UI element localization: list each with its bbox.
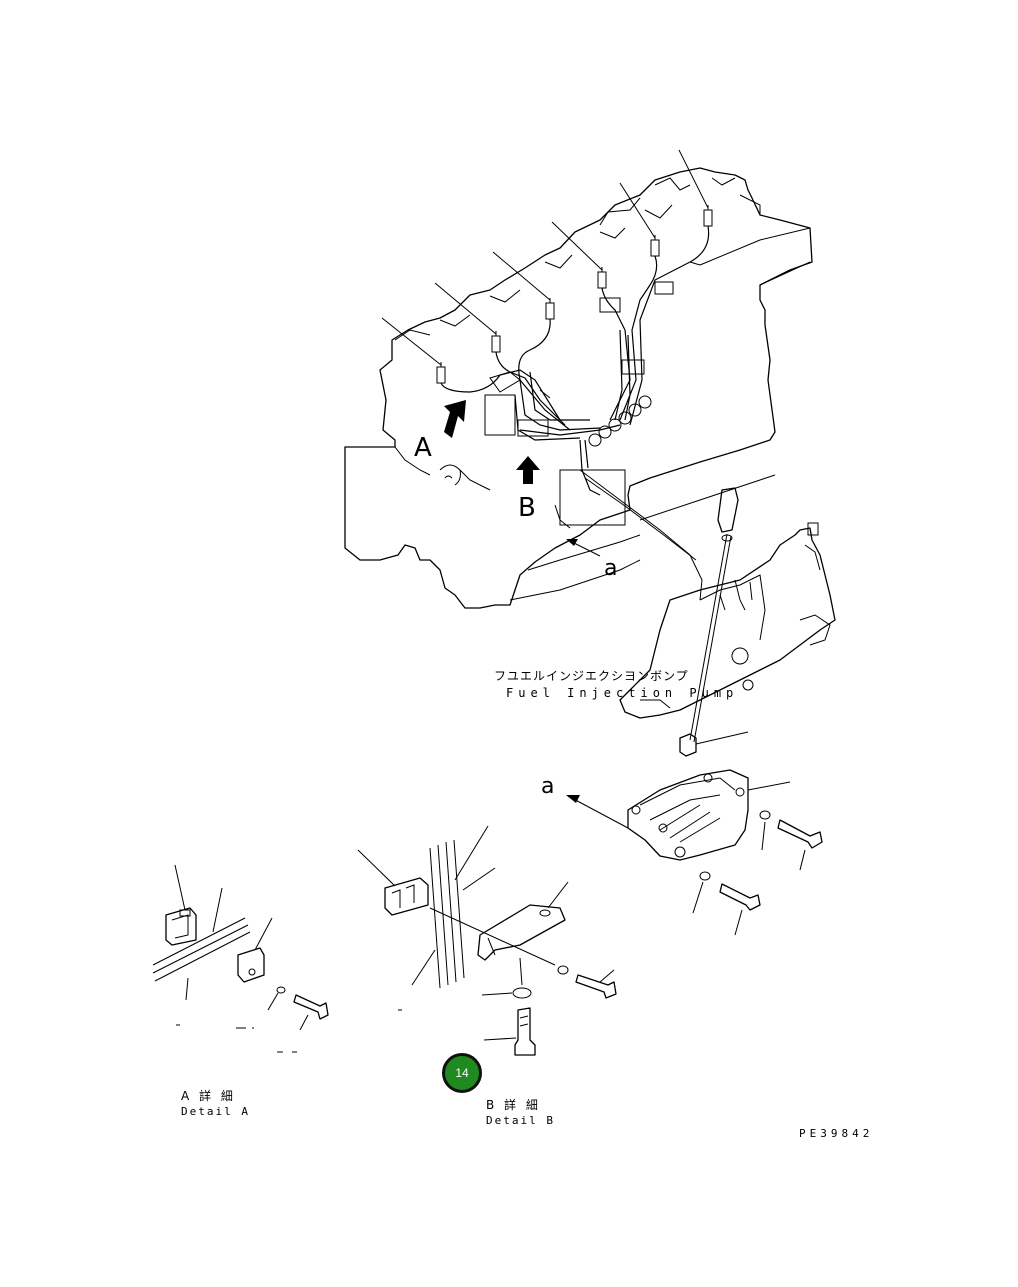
engine-block xyxy=(344,167,813,609)
detail-a-title-jp: A 詳 細 xyxy=(181,1089,236,1103)
part-number-badge[interactable]: 14 xyxy=(442,1053,482,1093)
bracket-bolts xyxy=(692,810,823,936)
injection-pipes xyxy=(440,225,710,496)
pump-feed-line xyxy=(554,469,703,601)
pump-label-en: Fuel Injection Pump xyxy=(506,686,739,700)
detail-b-drawing xyxy=(357,825,617,1056)
solid-arrow-icon xyxy=(444,400,540,484)
pump-label-jp: フユエルインジエクシヨンボンプ xyxy=(494,669,689,683)
view-a-label: A xyxy=(414,433,432,463)
detail-b-title-en: Detail B xyxy=(486,1114,555,1127)
spacer xyxy=(679,731,749,757)
leader-arrow-icon xyxy=(566,795,629,829)
view-b-label: B xyxy=(518,493,536,523)
detail-b-title-jp: B 詳 細 xyxy=(486,1098,541,1112)
leader-arrow-icon xyxy=(566,539,601,557)
detail-a-drawing xyxy=(152,864,329,1053)
arrow-a-top-label: a xyxy=(604,556,618,581)
coupling-bolt xyxy=(689,487,739,743)
leader-lines-top xyxy=(381,149,709,366)
drawing-code: PE39842 xyxy=(799,1127,874,1140)
pump-bracket xyxy=(627,769,791,861)
detail-a-title-en: Detail A xyxy=(181,1105,250,1118)
arrow-a-bottom-label: a xyxy=(541,774,555,799)
